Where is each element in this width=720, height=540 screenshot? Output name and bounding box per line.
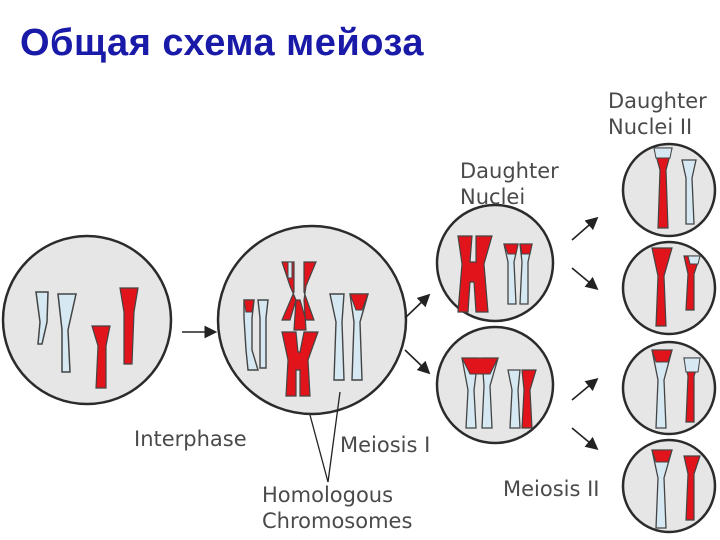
homologous-line2: Chromosomes (262, 509, 413, 533)
daughter-nucleus-ii-1 (621, 142, 717, 238)
arrow-down-right (571, 427, 599, 451)
daughter-nucleus-top (435, 203, 555, 323)
daughter-nuclei2-line2: Nuclei II (608, 115, 693, 139)
daughter-nuclei2-line1: Daughter (608, 89, 707, 113)
arrow-up-right (571, 377, 599, 401)
chromosome-blue (35, 291, 49, 345)
daughter-nuclei-line1: Daughter (460, 159, 559, 183)
daughter-nuclei-ii-label: Daughter Nuclei II (608, 88, 707, 140)
daughter-nucleus-bottom (435, 325, 555, 445)
chromosome-red (119, 287, 139, 365)
arrow-down-right (404, 349, 431, 375)
arrow-up-right (404, 293, 431, 319)
meiosis1-cell (216, 224, 408, 416)
meiosis2-label: Meiosis II (503, 477, 600, 501)
daughter-nucleus-ii-3 (621, 340, 717, 436)
interphase-cell (1, 234, 173, 406)
meiosis1-label: Meiosis I (340, 433, 431, 457)
interphase-label: Interphase (134, 427, 247, 451)
daughter-nucleus-ii-2 (621, 240, 717, 336)
pointer-line (327, 391, 341, 483)
daughter-nucleus-ii-4 (621, 438, 717, 534)
pointer-line (309, 414, 329, 483)
daughter-nuclei-label: Daughter Nuclei (460, 158, 559, 210)
daughter-nuclei-line2: Nuclei (460, 185, 526, 209)
arrow-up-right (571, 216, 599, 241)
chromosome-blue (57, 293, 77, 373)
homologous-chromosomes-label: Homologous Chromosomes (262, 482, 412, 534)
arrow-down-right (571, 267, 599, 291)
homologous-line1: Homologous (262, 483, 394, 507)
chromosome-red (91, 325, 111, 389)
page-title: Общая схема мейоза (20, 22, 425, 64)
